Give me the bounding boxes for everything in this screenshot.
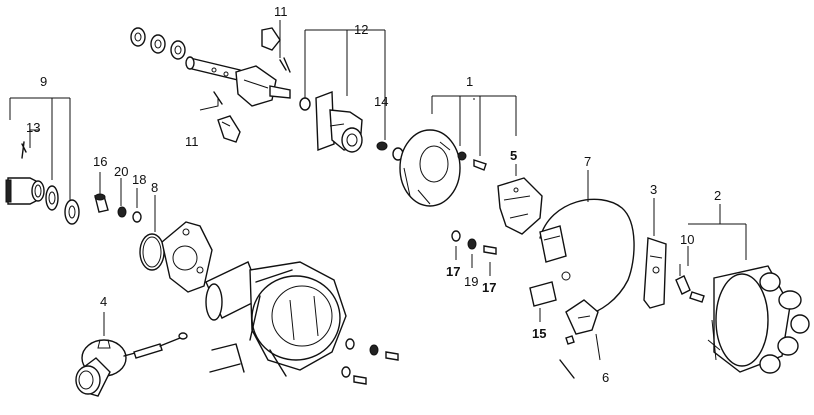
part-8-o-ring (139, 195, 165, 271)
callout-12: 12 (354, 22, 368, 37)
callout-labels: 1 2 3 4 5 6 7 8 9 10 11 11 12 13 14 15 1… (26, 4, 721, 385)
callout-16-17: 17 (482, 280, 496, 295)
part-15-clip (529, 281, 557, 322)
part-6-bracket (559, 299, 601, 379)
housing-screws (341, 338, 399, 385)
part-18-20-17-group (451, 230, 497, 276)
callout-21: 20 (114, 164, 128, 179)
part-12-rotor-shaft (299, 29, 404, 161)
shaft-assembly (185, 56, 291, 107)
callout-11-bottom: 11 (185, 134, 199, 149)
gasket-plate (161, 221, 213, 293)
callout-11-top: 11 (274, 4, 288, 19)
callout-19: 18 (132, 172, 146, 187)
part-16-21-19-group (94, 172, 142, 223)
part-1-breaker-plate (399, 95, 517, 207)
callout-20: 19 (464, 274, 478, 289)
callout-7: 7 (584, 154, 591, 169)
part-3-rotor (643, 198, 667, 309)
top-washers (130, 27, 186, 60)
callout-10: 10 (680, 232, 694, 247)
callout-4: 4 (100, 294, 107, 309)
callout-9: 9 (40, 74, 47, 89)
part-2-distributor-cap (675, 204, 810, 374)
callout-6: 6 (602, 370, 609, 385)
callout-13: 13 (26, 120, 40, 135)
distributor-housing (205, 261, 347, 377)
callout-8: 8 (151, 180, 158, 195)
part-5-pickup-bracket (497, 164, 543, 235)
part-11-weights (199, 20, 291, 143)
part-4-vacuum-advance (75, 312, 188, 397)
callout-18: 17 (446, 264, 460, 279)
callout-sixteen: 16 (93, 154, 107, 169)
callout-15: 15 (532, 326, 546, 341)
callout-1: 1 (466, 74, 473, 89)
callout-2: 2 (714, 188, 721, 203)
callout-14: 14 (374, 94, 388, 109)
part-9-group (5, 97, 80, 225)
callout-3: 3 (650, 182, 657, 197)
callout-5: 5 (510, 148, 517, 163)
